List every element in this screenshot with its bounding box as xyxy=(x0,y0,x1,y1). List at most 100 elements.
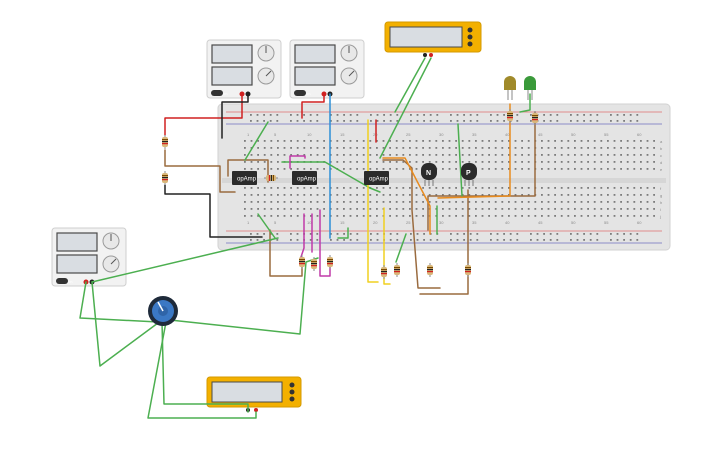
breadboard-hole[interactable] xyxy=(490,114,492,116)
breadboard-hole[interactable] xyxy=(244,147,246,149)
breadboard-hole[interactable] xyxy=(640,154,642,156)
breadboard-hole[interactable] xyxy=(481,215,484,217)
breadboard-hole[interactable] xyxy=(435,187,438,189)
breadboard-hole[interactable] xyxy=(389,187,391,189)
breadboard-hole[interactable] xyxy=(570,239,572,241)
breadboard-hole[interactable] xyxy=(556,114,559,116)
breadboard-hole[interactable] xyxy=(580,154,583,156)
breadboard-hole[interactable] xyxy=(422,154,424,156)
breadboard-hole[interactable] xyxy=(410,120,412,122)
breadboard-hole[interactable] xyxy=(616,114,619,116)
breadboard-hole[interactable] xyxy=(527,140,530,142)
breadboard-hole[interactable] xyxy=(389,120,392,122)
breadboard-hole[interactable] xyxy=(422,201,424,203)
breadboard-hole[interactable] xyxy=(303,201,306,203)
breadboard-hole[interactable] xyxy=(269,114,272,116)
breadboard-hole[interactable] xyxy=(336,161,339,163)
breadboard-hole[interactable] xyxy=(476,233,479,235)
breadboard-hole[interactable] xyxy=(263,154,266,156)
breadboard-hole[interactable] xyxy=(244,140,246,142)
breadboard-hole[interactable] xyxy=(296,120,299,122)
breadboard-hole[interactable] xyxy=(469,120,472,122)
breadboard-hole[interactable] xyxy=(488,161,490,163)
breadboard-hole[interactable] xyxy=(343,187,345,189)
breadboard-hole[interactable] xyxy=(607,187,609,189)
breadboard-hole[interactable] xyxy=(475,201,477,203)
breadboard-hole[interactable] xyxy=(270,208,273,210)
breadboard-hole[interactable] xyxy=(290,154,292,156)
breadboard-hole[interactable] xyxy=(343,140,345,142)
breadboard-hole[interactable] xyxy=(503,239,505,241)
breadboard-hole[interactable] xyxy=(250,161,253,163)
breadboard-hole[interactable] xyxy=(296,147,299,149)
breadboard-hole[interactable] xyxy=(316,147,319,149)
breadboard-hole[interactable] xyxy=(514,187,517,189)
breadboard-hole[interactable] xyxy=(316,233,319,235)
breadboard-hole[interactable] xyxy=(547,154,550,156)
breadboard-hole[interactable] xyxy=(567,147,570,149)
breadboard-hole[interactable] xyxy=(336,147,339,149)
breadboard-hole[interactable] xyxy=(323,168,325,170)
breadboard-hole[interactable] xyxy=(600,147,603,149)
breadboard-hole[interactable] xyxy=(442,168,444,170)
breadboard-hole[interactable] xyxy=(653,187,655,189)
breadboard-hole[interactable] xyxy=(370,233,372,235)
breadboard-hole[interactable] xyxy=(402,194,405,196)
breadboard-hole[interactable] xyxy=(488,154,490,156)
breadboard-hole[interactable] xyxy=(521,215,523,217)
breadboard-hole[interactable] xyxy=(514,140,517,142)
breadboard-hole[interactable] xyxy=(640,208,642,210)
breadboard-hole[interactable] xyxy=(547,194,550,196)
breadboard-hole[interactable] xyxy=(256,114,259,116)
breadboard-hole[interactable] xyxy=(633,140,636,142)
breadboard-hole[interactable] xyxy=(323,208,325,210)
breadboard-hole[interactable] xyxy=(536,239,539,241)
breadboard-hole[interactable] xyxy=(415,194,418,196)
breadboard-hole[interactable] xyxy=(270,147,273,149)
breadboard-hole[interactable] xyxy=(468,215,471,217)
breadboard-hole[interactable] xyxy=(450,233,452,235)
breadboard-hole[interactable] xyxy=(541,147,543,149)
breadboard-hole[interactable] xyxy=(488,140,490,142)
breadboard-hole[interactable] xyxy=(383,114,385,116)
breadboard-hole[interactable] xyxy=(416,239,419,241)
breadboard-hole[interactable] xyxy=(653,154,655,156)
breadboard-hole[interactable] xyxy=(461,201,464,203)
breadboard-hole[interactable] xyxy=(653,140,655,142)
breadboard-hole[interactable] xyxy=(369,154,372,156)
breadboard-hole[interactable] xyxy=(283,187,286,189)
breadboard-hole[interactable] xyxy=(475,147,477,149)
breadboard-hole[interactable] xyxy=(626,154,629,156)
breadboard-hole[interactable] xyxy=(428,140,431,142)
breadboard-hole[interactable] xyxy=(349,120,352,122)
breadboard-hole[interactable] xyxy=(580,161,583,163)
breadboard-hole[interactable] xyxy=(501,187,504,189)
breadboard-hole[interactable] xyxy=(508,194,510,196)
breadboard-hole[interactable] xyxy=(607,147,609,149)
breadboard-hole[interactable] xyxy=(629,120,632,122)
breadboard-hole[interactable] xyxy=(362,168,365,170)
breadboard-hole[interactable] xyxy=(574,147,576,149)
breadboard-hole[interactable] xyxy=(481,168,484,170)
breadboard-hole[interactable] xyxy=(596,114,599,116)
breadboard-hole[interactable] xyxy=(349,140,352,142)
breadboard-hole[interactable] xyxy=(448,154,451,156)
breadboard-hole[interactable] xyxy=(461,154,464,156)
breadboard-hole[interactable] xyxy=(263,208,266,210)
breadboard-hole[interactable] xyxy=(402,187,405,189)
multimeter-top[interactable] xyxy=(384,21,482,57)
breadboard-hole[interactable] xyxy=(310,187,312,189)
breadboard-hole[interactable] xyxy=(257,194,259,196)
breadboard-hole[interactable] xyxy=(370,114,372,116)
breadboard-hole[interactable] xyxy=(244,194,246,196)
breadboard-hole[interactable] xyxy=(463,239,465,241)
breadboard-hole[interactable] xyxy=(402,208,405,210)
breadboard-hole[interactable] xyxy=(448,215,451,217)
breadboard-hole[interactable] xyxy=(490,233,492,235)
breadboard-hole[interactable] xyxy=(283,194,286,196)
breadboard-hole[interactable] xyxy=(600,201,603,203)
breadboard-hole[interactable] xyxy=(349,194,352,196)
breadboard-hole[interactable] xyxy=(503,120,505,122)
breadboard-hole[interactable] xyxy=(653,161,655,163)
breadboard-hole[interactable] xyxy=(296,239,299,241)
